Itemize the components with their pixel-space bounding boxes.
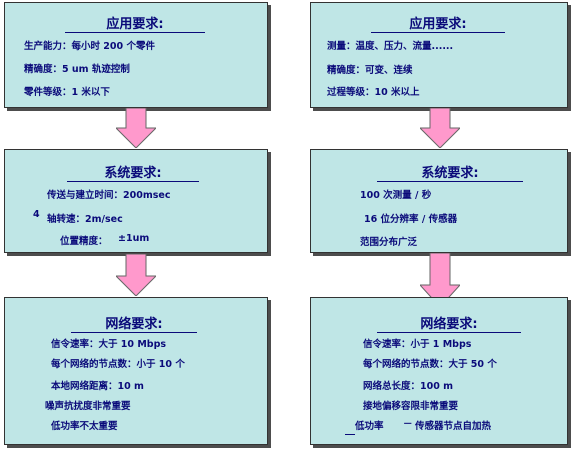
left-system-title: 系统要求: — [67, 162, 199, 182]
right-system-line-2: 16 位分辨率 / 传感器 — [364, 214, 458, 225]
right-network-line-5-dash: － — [403, 419, 413, 430]
left-system-box: 系统要求: 传送与建立时间：200msec 4 轴转速：2m/sec 位置精度：… — [4, 149, 268, 253]
left-network-line-3: 本地网络距离：10 m — [51, 381, 144, 392]
left-arrow-2 — [116, 254, 156, 296]
left-app-box: 应用要求: 生产能力：每小时 200 个零件 精确度：5 um 轨迹控制 零件等… — [4, 2, 268, 108]
left-network-box: 网络要求: 信令速率：大于 10 Mbps 每个网络的节点数：小于 10 个 本… — [4, 297, 268, 445]
left-network-line-1: 信令速率：大于 10 Mbps — [51, 339, 167, 350]
right-network-line-2: 每个网络的节点数：大于 50 个 — [363, 359, 497, 370]
left-app-title: 应用要求: — [65, 13, 205, 33]
right-network-line-4: 接地偏移容限非常重要 — [363, 401, 459, 412]
left-system-line-3: 位置精度： — [60, 236, 108, 247]
left-arrow-1 — [116, 108, 156, 148]
left-app-line-3: 零件等级：1 米以下 — [24, 87, 110, 98]
right-network-line-5: 低功率 — [355, 421, 384, 432]
right-system-title: 系统要求: — [377, 162, 523, 182]
right-app-line-2: 精确度：可变、连续 — [327, 65, 413, 76]
right-network-line-1: 信令速率：小于 1 Mbps — [363, 339, 472, 350]
right-network-box: 网络要求: 信令速率：小于 1 Mbps 每个网络的节点数：大于 50 个 网络… — [310, 297, 568, 445]
right-app-line-3: 过程等级：10 米以上 — [327, 87, 420, 98]
right-arrow-1 — [420, 108, 460, 148]
left-network-line-5: 低功率不太重要 — [51, 421, 118, 432]
right-network-title: 网络要求: — [377, 313, 521, 333]
left-system-line-1: 传送与建立时间：200msec — [47, 190, 171, 201]
right-system-line-1: 100 次测量 / 秒 — [360, 190, 432, 201]
right-system-line-3: 范围分布广泛 — [360, 237, 418, 248]
right-app-title: 应用要求: — [371, 13, 505, 33]
left-network-line-2: 每个网络的节点数：小于 10 个 — [51, 359, 185, 370]
right-app-line-1: 测量：温度、压力、流量...... — [327, 41, 454, 52]
right-arrow-2 — [420, 253, 460, 307]
left-app-line-2: 精确度：5 um 轨迹控制 — [24, 64, 130, 75]
right-network-mark — [345, 434, 355, 435]
right-network-line-3: 网络总长度：100 m — [363, 381, 454, 392]
right-network-line-5-rest: 传感器节点自加热 — [415, 421, 492, 432]
right-app-box: 应用要求: 测量：温度、压力、流量...... 精确度：可变、连续 过程等级：1… — [310, 2, 568, 108]
left-network-title: 网络要求: — [71, 313, 197, 333]
left-system-line-2: 轴转速：2m/sec — [47, 214, 123, 225]
left-system-line-2-prefix: 4 — [33, 209, 40, 220]
left-network-line-4: 噪声抗扰度非常重要 — [45, 401, 131, 412]
right-system-box: 系统要求: 100 次测量 / 秒 16 位分辨率 / 传感器 范围分布广泛 — [310, 149, 568, 253]
left-app-line-1: 生产能力：每小时 200 个零件 — [24, 41, 155, 52]
left-system-line-3-value: ±1um — [118, 233, 150, 244]
